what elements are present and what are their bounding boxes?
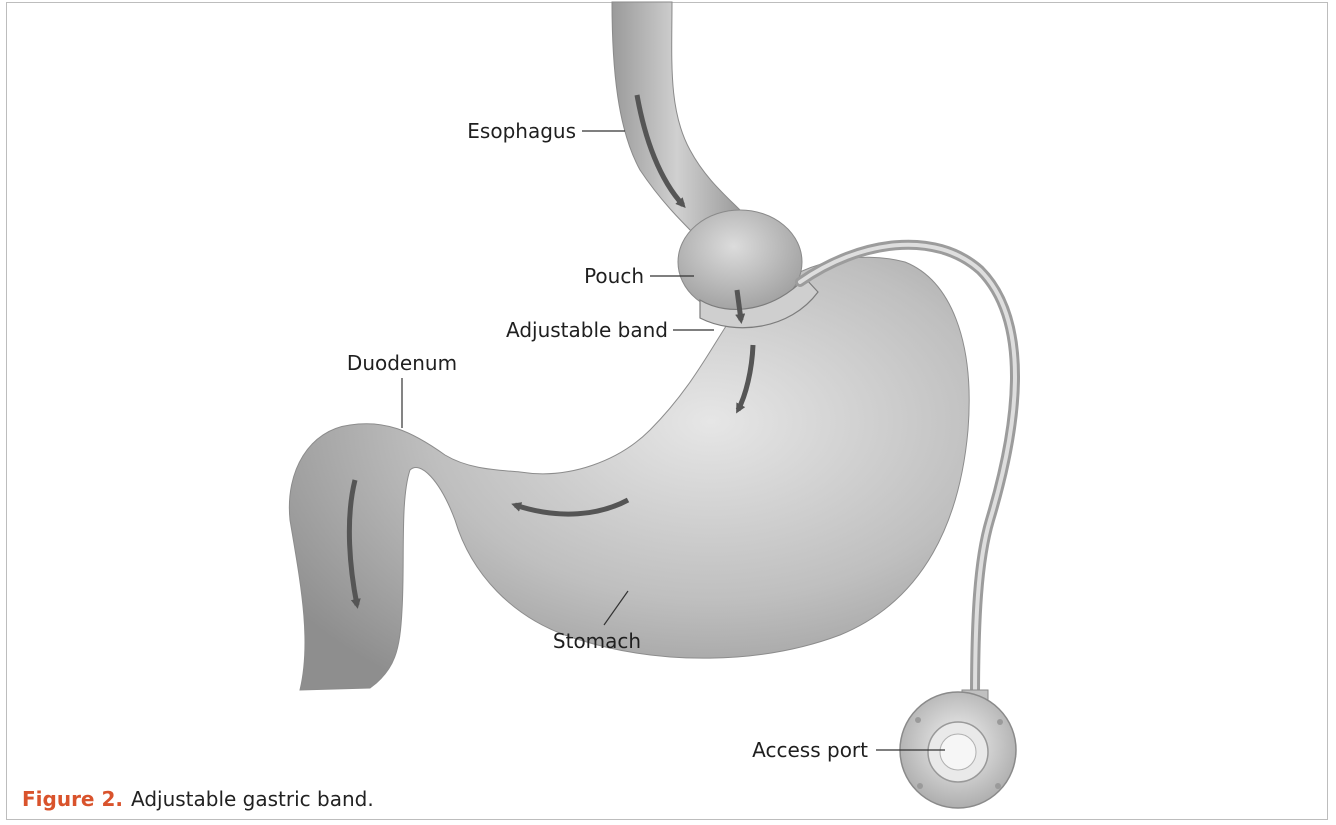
label-pouch: Pouch bbox=[584, 264, 644, 288]
label-band: Adjustable band bbox=[506, 318, 668, 342]
figure-caption-text: Adjustable gastric band. bbox=[131, 787, 374, 811]
access-port bbox=[900, 690, 1016, 808]
label-esophagus: Esophagus bbox=[467, 119, 576, 143]
label-port: Access port bbox=[752, 738, 868, 762]
label-stomach: Stomach bbox=[553, 629, 641, 653]
figure-number: Figure 2. bbox=[22, 787, 123, 811]
esophagus-shape bbox=[612, 2, 742, 240]
label-duodenum: Duodenum bbox=[347, 351, 457, 375]
figure-caption: Figure 2. Adjustable gastric band. bbox=[22, 787, 374, 811]
